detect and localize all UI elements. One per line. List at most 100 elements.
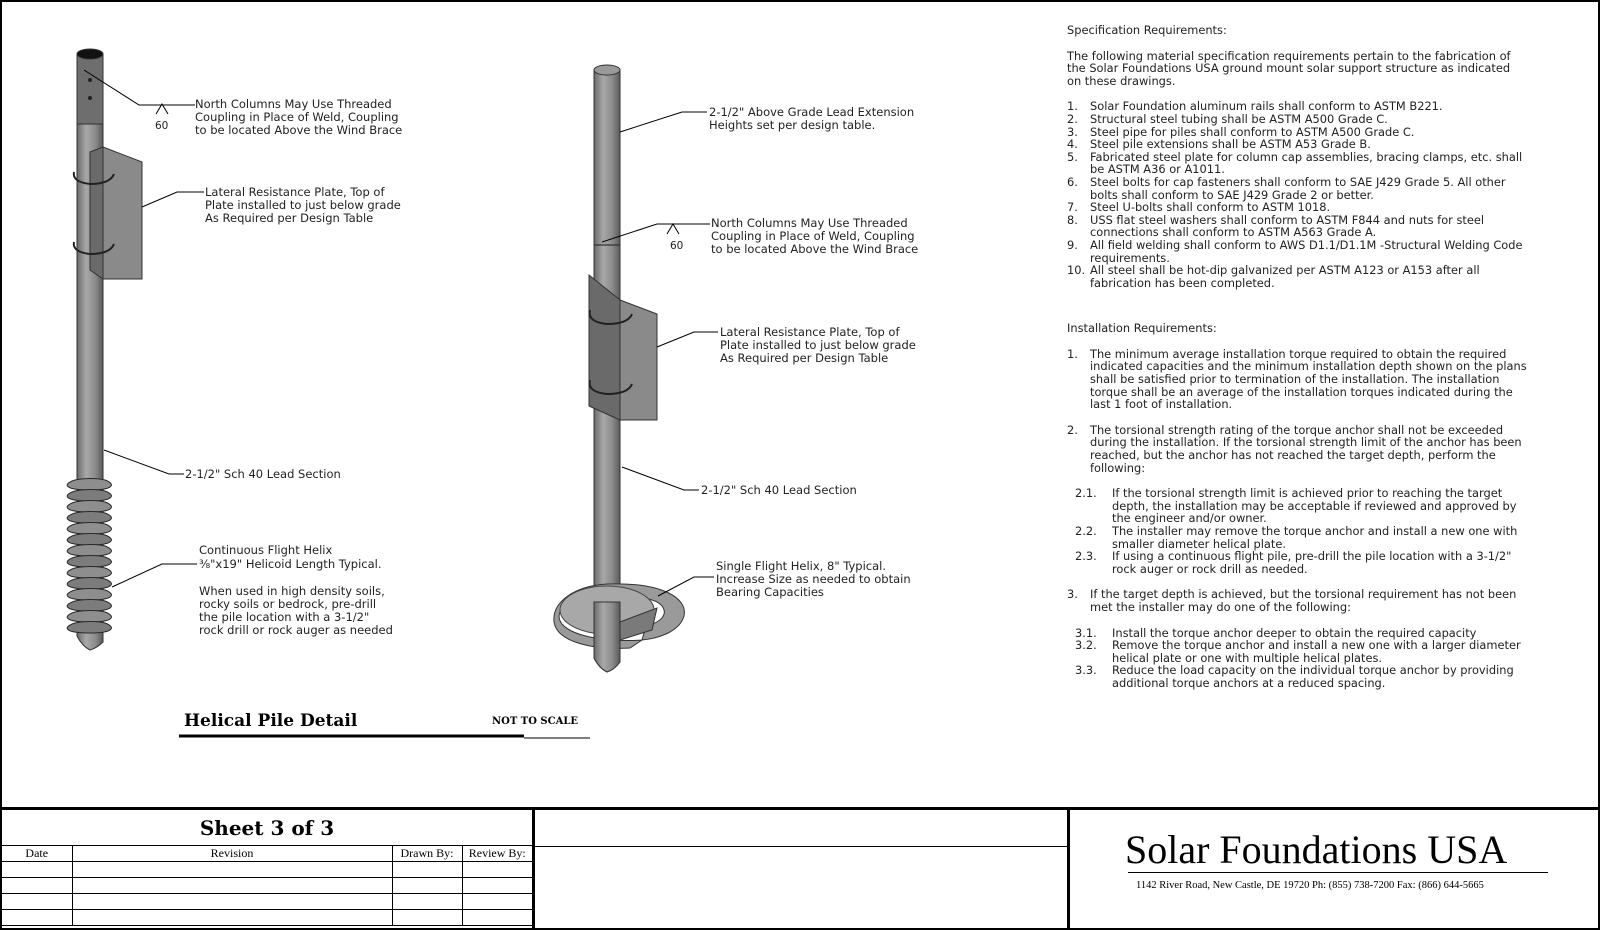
- right-u-bolt: [588, 309, 633, 326]
- helix-flight-turn: [66, 478, 112, 491]
- helix-flight-turn: [66, 577, 112, 590]
- left-coupling-leader: [83, 69, 195, 106]
- right-lead-leader: [621, 466, 699, 491]
- helix-flight-turn: [66, 610, 112, 623]
- left-coupling-note-line3: to be located Above the Wind Brace: [195, 123, 402, 137]
- install-list: 1.The minimum average installation torqu…: [1067, 348, 1527, 411]
- left-lateral-plate-flange: [89, 146, 104, 280]
- left-weld-size: 60: [155, 120, 168, 132]
- right-coupling-note-line2: Coupling in Place of Weld, Coupling: [711, 229, 915, 243]
- right-lateral-plate: [619, 299, 658, 421]
- right-coupling-leader: [601, 223, 710, 243]
- revision-area: Sheet 3 of 3 Date Revision Drawn By: Rev…: [2, 810, 535, 928]
- install-subitem: 2.2.The installer may remove the torque …: [1075, 524, 1518, 551]
- right-helix-leading-edge: [619, 607, 658, 641]
- spec-item: 7.Steel U-bolts shall conform to ASTM 10…: [1067, 200, 1331, 215]
- table-row: [2, 861, 532, 878]
- left-helix-note-line1: Continuous Flight Helix: [199, 543, 332, 557]
- notes-area: [535, 810, 1070, 928]
- table-row: [2, 877, 532, 894]
- install-subitem: 2.3.If using a continuous flight pile, p…: [1075, 549, 1512, 576]
- right-plate-leader: [656, 331, 718, 348]
- col-date: Date: [2, 846, 73, 862]
- helix-flight-turn: [66, 621, 112, 634]
- left-plate-leader: [141, 191, 204, 208]
- right-plate-note-line2: Plate installed to just below grade: [720, 338, 916, 352]
- left-u-bolt: [72, 241, 115, 256]
- spec-item: 4.Steel pile extensions shall be ASTM A5…: [1067, 137, 1371, 152]
- install-sublist: 3.1.Install the torque anchor deeper to …: [1067, 625, 1527, 690]
- right-extension-note-line1: 2-1/2" Above Grade Lead Extension: [709, 105, 914, 119]
- left-pile-bolt-hole: [88, 78, 92, 82]
- helix-flight-turn: [66, 544, 112, 557]
- helical-pile-drawing: 60 North Columns May Use Threaded Coupli…: [66, 48, 918, 739]
- right-extension-note-line2: Heights set per design table.: [709, 118, 875, 132]
- right-extension-leader: [619, 111, 707, 133]
- install-subitem: 3.1.Install the torque anchor deeper to …: [1075, 625, 1477, 640]
- title-block: Sheet 3 of 3 Date Revision Drawn By: Rev…: [2, 807, 1598, 928]
- install-subitem: 3.2.Remove the torque anchor and install…: [1075, 638, 1521, 665]
- left-plate-note-line1: Lateral Resistance Plate, Top of: [205, 185, 385, 199]
- left-lateral-plate: [102, 146, 143, 280]
- install-sublist: 2.1.If the torsional strength limit is a…: [1067, 487, 1527, 575]
- right-lateral-plate-flange: [588, 273, 621, 421]
- left-pile: [66, 48, 143, 651]
- left-lead-note: 2-1/2" Sch 40 Lead Section: [185, 467, 341, 481]
- right-pile: [553, 64, 685, 673]
- revision-header-row: Date Revision Drawn By: Review By:: [2, 846, 532, 862]
- right-helix-note-line3: Bearing Capacities: [716, 585, 824, 599]
- right-plate-note-line1: Lateral Resistance Plate, Top of: [720, 325, 900, 339]
- divider: [535, 846, 1067, 847]
- company-name: Solar Foundations USA: [1125, 827, 1508, 872]
- left-helix-leader: [111, 563, 197, 588]
- left-helix-note-line2: ⅜"x19" Helicoid Length Typical.: [199, 557, 382, 571]
- spec-item: 5.Fabricated steel plate for column cap …: [1067, 149, 1523, 177]
- spec-heading: Specification Requirements:: [1067, 23, 1227, 37]
- detail-title-block: Helical Pile Detail NOT TO SCALE: [179, 711, 590, 739]
- left-soil-note-line4: rock drill or rock auger as needed: [199, 623, 393, 637]
- scale-note: NOT TO SCALE: [492, 716, 578, 727]
- install-list: 3.If the target depth is achieved, but t…: [1067, 588, 1527, 613]
- right-annotations: 2-1/2" Above Grade Lead Extension Height…: [601, 105, 918, 599]
- helix-flight-turn: [66, 555, 112, 568]
- left-lead-leader: [103, 449, 184, 475]
- spec-list: 1.Solar Foundation aluminum rails shall …: [1067, 100, 1527, 289]
- helix-flight-turn: [66, 500, 112, 513]
- spec-item: 8.USS flat steel washers shall conform t…: [1067, 212, 1485, 240]
- helix-flight-turn: [66, 522, 112, 535]
- helix-flight-turn: [66, 588, 112, 601]
- left-coupling-note-line2: Coupling in Place of Weld, Coupling: [195, 110, 399, 124]
- table-row: [2, 909, 532, 926]
- left-soil-note-line2: rocky soils or bedrock, pre-drill: [199, 597, 376, 611]
- helix-flight-turn: [66, 511, 112, 524]
- right-weld-symbol: [666, 223, 680, 235]
- left-soil-note-line3: the pile location with a 3-1/2": [199, 610, 369, 624]
- left-annotations: 60 North Columns May Use Threaded Coupli…: [83, 69, 402, 637]
- spec-item: 9.All field welding shall conform to AWS…: [1067, 237, 1523, 265]
- install-list: 2.The torsional strength rating of the t…: [1067, 423, 1527, 474]
- left-u-bolt: [72, 171, 115, 186]
- col-review-by: Review By:: [461, 846, 532, 862]
- install-subitem: 3.3.Reduce the load capacity on the indi…: [1075, 663, 1514, 690]
- right-helix-note-line2: Increase Size as needed to obtain: [716, 572, 911, 586]
- install-item: 3.If the target depth is achieved, but t…: [1067, 587, 1517, 614]
- helix-flight-turn: [66, 533, 112, 546]
- right-lead-note: 2-1/2" Sch 40 Lead Section: [701, 483, 857, 497]
- left-soil-note-line1: When used in high density soils,: [199, 584, 385, 598]
- install-subitem: 2.1.If the torsional strength limit is a…: [1075, 486, 1517, 526]
- spec-item: 10.All steel shall be hot-dip galvanized…: [1067, 263, 1480, 290]
- sheet-number: Sheet 3 of 3: [2, 810, 532, 846]
- right-plate-note-line3: As Required per Design Table: [720, 351, 888, 365]
- right-helix-leader: [657, 576, 714, 597]
- spec-item: 6.Steel bolts for cap fasteners shall co…: [1067, 174, 1506, 202]
- revision-table: Date Revision Drawn By: Review By:: [2, 846, 532, 926]
- right-pile-top-opening: [593, 64, 621, 76]
- left-weld-symbol: [155, 103, 169, 115]
- left-coupling-note-line1: North Columns May Use Threaded: [195, 97, 392, 111]
- detail-title: Helical Pile Detail: [184, 711, 358, 731]
- install-heading: Installation Requirements:: [1067, 321, 1217, 336]
- helix-flight-turn: [66, 599, 112, 612]
- left-pile-coupling: [76, 53, 104, 125]
- helix-flight-turn: [66, 489, 112, 502]
- col-revision: Revision: [71, 846, 393, 862]
